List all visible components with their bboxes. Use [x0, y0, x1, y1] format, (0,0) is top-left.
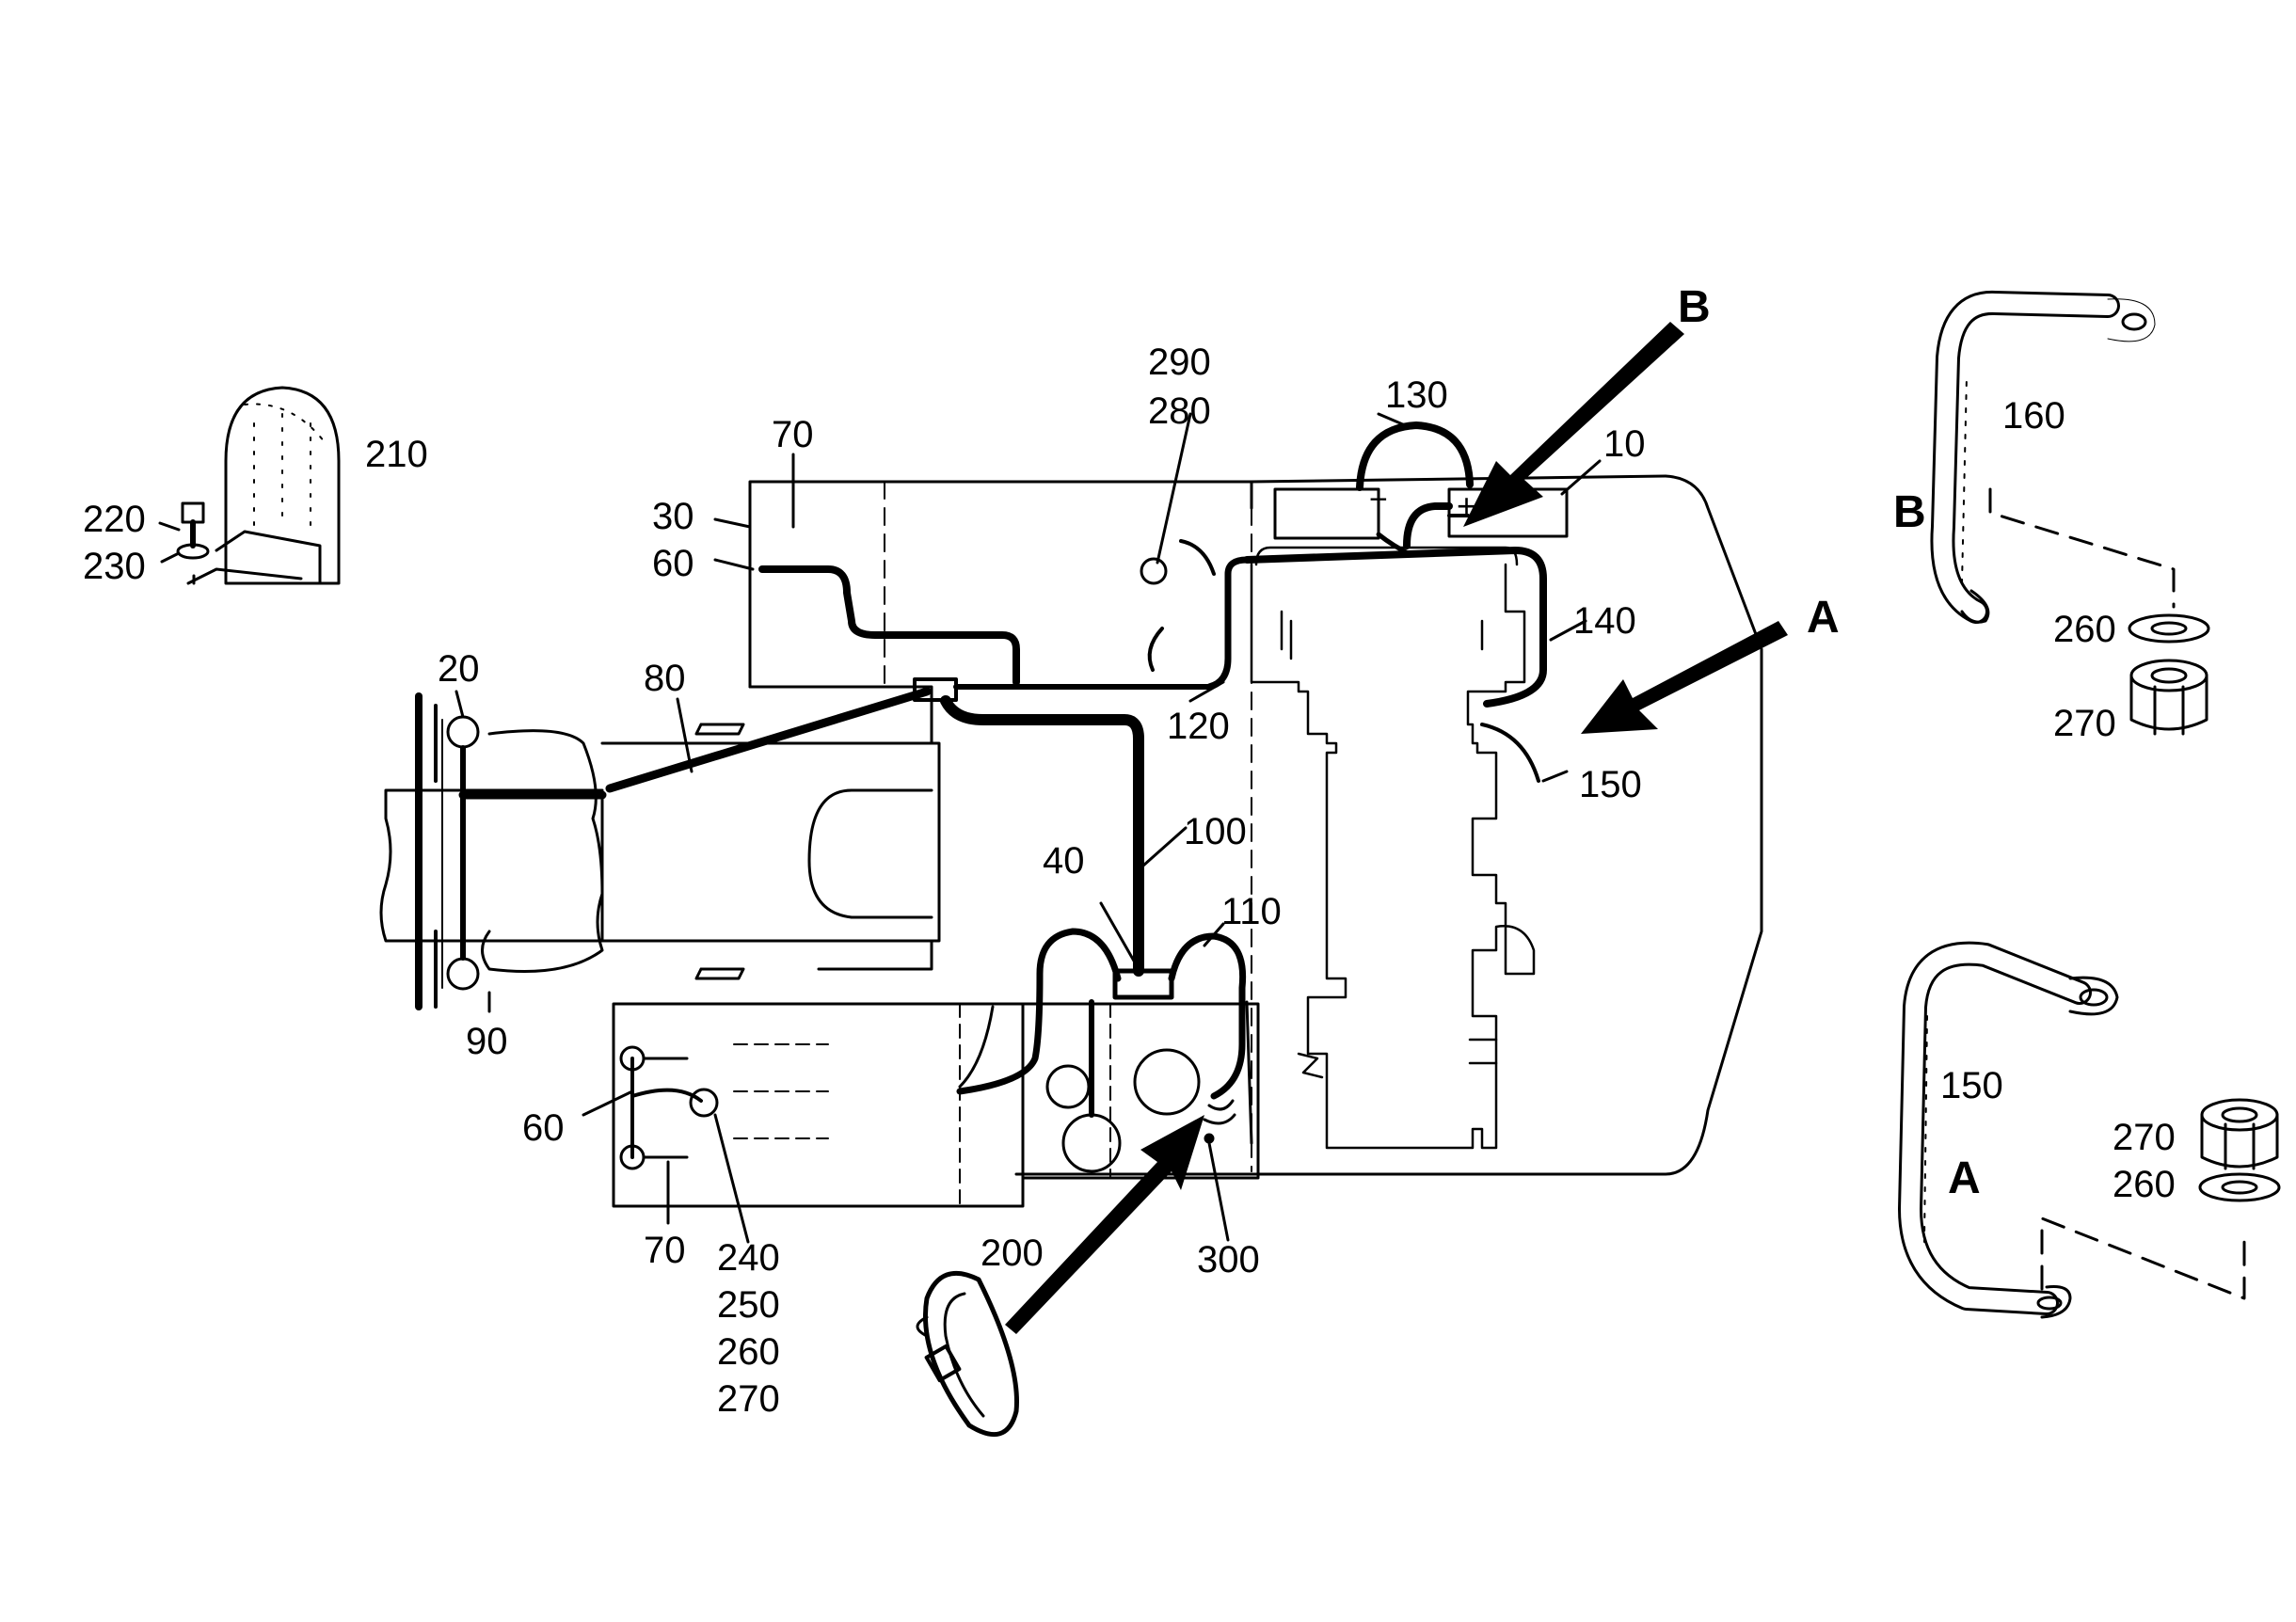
label-part-210: 210	[365, 434, 428, 475]
part-150-cable	[1898, 941, 2119, 1319]
label-part-150-main: 150	[1579, 764, 1642, 805]
label-part-20: 20	[438, 648, 480, 690]
engine-block-outline	[1250, 546, 1536, 1150]
label-part-300: 300	[1197, 1239, 1260, 1280]
label-part-90: 90	[466, 1021, 508, 1062]
part-210-bracket	[186, 386, 341, 585]
part-200-cable-tie	[916, 1270, 1019, 1437]
part-160-cable	[1930, 291, 2156, 624]
label-part-240: 240	[717, 1237, 780, 1279]
label-part-150-detail: 150	[1940, 1065, 2003, 1106]
label-part-10: 10	[1603, 423, 1646, 465]
label-part-230: 230	[83, 546, 146, 587]
lower-left-panel	[612, 1002, 1025, 1208]
label-part-70-bottom: 70	[644, 1230, 686, 1271]
label-part-290: 290	[1148, 342, 1211, 383]
label-part-270-main: 270	[717, 1378, 780, 1420]
junction-box	[1021, 968, 1260, 1180]
label-part-60-top: 60	[652, 543, 694, 584]
label-part-30: 30	[652, 496, 694, 537]
label-part-160: 160	[2002, 395, 2065, 437]
label-view-b-detail: B	[1893, 487, 1926, 537]
label-part-220: 220	[83, 499, 146, 540]
label-view-a-arrow: A	[1807, 593, 1840, 643]
leader-lines	[158, 412, 1602, 1244]
part-270-nut-b	[2129, 659, 2208, 736]
view-200-arrow	[1005, 1115, 1204, 1334]
part-270-nut-a	[2200, 1098, 2279, 1170]
label-view-a-detail: A	[1948, 1153, 1981, 1203]
label-part-140: 140	[1573, 600, 1636, 642]
part-220-bolt	[176, 501, 210, 560]
label-part-270-a: 270	[2113, 1117, 2176, 1158]
view-arrows	[1005, 322, 1788, 1334]
label-view-b-arrow: B	[1678, 282, 1711, 332]
rear-axle-light-assembly	[379, 692, 604, 1010]
view-b-dashed-leader	[1988, 487, 2176, 609]
part-260-washer-b	[2128, 613, 2210, 644]
label-part-280: 280	[1148, 390, 1211, 432]
label-part-60-bottom: 60	[522, 1107, 565, 1149]
chassis-frame	[600, 474, 1763, 1176]
view-a-dashed-leader	[2040, 1216, 2246, 1300]
label-part-270-b: 270	[2053, 703, 2116, 744]
label-part-70-top: 70	[772, 414, 814, 455]
label-part-80: 80	[644, 658, 686, 699]
label-part-260-b: 260	[2053, 609, 2116, 650]
label-part-250: 250	[717, 1284, 780, 1326]
label-part-40: 40	[1043, 840, 1085, 882]
view-b-arrow	[1463, 322, 1684, 527]
label-part-260-a: 260	[2113, 1164, 2176, 1205]
battery-negative-terminal: −	[1369, 482, 1388, 517]
part-260-washer-a	[2198, 1172, 2281, 1202]
label-part-100: 100	[1184, 811, 1247, 852]
label-part-110: 110	[1221, 891, 1282, 932]
part-labels: 10 20 30 40 60 60 70 70 80 90 100 110 12…	[83, 282, 2176, 1420]
view-a-arrow	[1581, 621, 1788, 734]
wiring-harness	[458, 421, 1547, 1145]
label-part-130: 130	[1385, 374, 1448, 416]
label-part-120: 120	[1167, 706, 1230, 747]
label-part-260-main: 260	[717, 1331, 780, 1373]
label-part-200: 200	[981, 1232, 1044, 1274]
